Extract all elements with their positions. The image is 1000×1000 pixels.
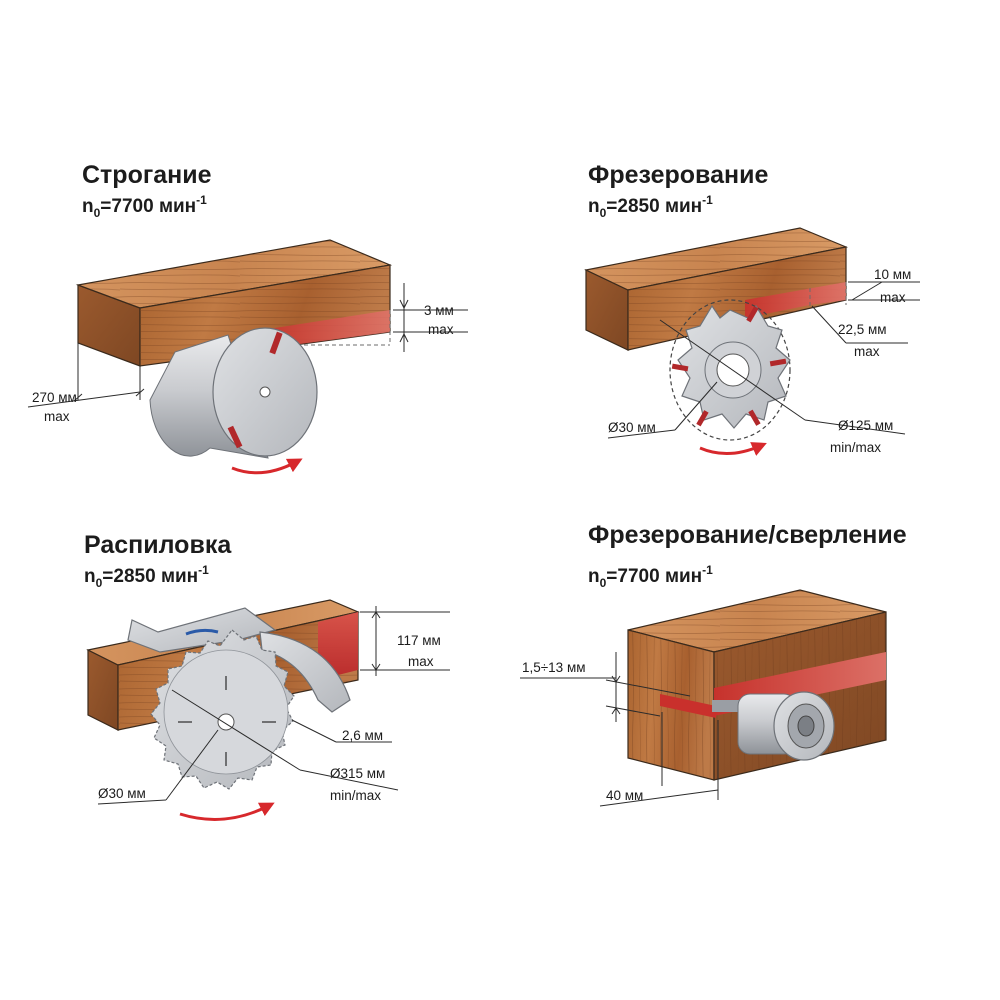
drilling-panel: Фрезерование/сверление n0=7700 мин-1 — [520, 521, 907, 807]
milling-height-value: 22,5 мм — [838, 322, 887, 337]
drum-knife — [227, 425, 243, 449]
planing-panel: Строгание n0=7700 мин-1 — [27, 161, 468, 475]
sawing-kerf-value: 2,6 мм — [342, 728, 383, 743]
sawing-depth-note: max — [408, 654, 434, 669]
planer-drum — [149, 327, 318, 475]
removed-layer — [262, 310, 390, 345]
milling-board — [584, 227, 849, 351]
milling-depth-note: max — [880, 290, 906, 305]
drilling-title: Фрезерование/сверление — [588, 521, 907, 549]
drill-chuck — [712, 691, 835, 761]
sawing-dimensions: 117 мм max 2,6 мм Ø30 мм Ø315 мм min/max — [97, 606, 450, 805]
milling-diameter-note: min/max — [830, 440, 881, 455]
milling-height-note: max — [854, 344, 880, 359]
rotation-arrow-icon — [231, 458, 303, 475]
milling-depth-value: 10 мм — [874, 267, 911, 282]
planing-depth-value: 3 мм — [424, 303, 454, 318]
sawing-bore-value: Ø30 мм — [98, 786, 146, 801]
rotation-arrow-icon — [699, 442, 767, 456]
drilling-depth-value: 40 мм — [606, 788, 643, 803]
cutter-circle — [669, 299, 791, 441]
sawing-panel: Распиловка n0=2850 мин-1 — [84, 531, 450, 821]
sawing-diameter-note: min/max — [330, 788, 381, 803]
milling-bore-value: Ø30 мм — [608, 420, 656, 435]
rotation-arrow-icon — [179, 802, 275, 821]
milling-title: Фрезерование — [588, 161, 768, 189]
planing-speed: n0=7700 мин-1 — [82, 193, 207, 220]
drum-knife — [269, 331, 283, 355]
drilled-hole — [660, 694, 716, 718]
planing-dimensions: 3 мм max 270 мм max — [27, 283, 468, 424]
drilling-dimensions: 1,5÷13 мм 40 мм — [520, 652, 719, 807]
planing-title: Строгание — [82, 161, 212, 189]
drilling-diameter-value: 1,5÷13 мм — [522, 660, 586, 675]
milling-diameter-value: Ø125 мм — [838, 418, 893, 433]
saw-guard — [127, 607, 351, 713]
planing-depth-note: max — [428, 322, 454, 337]
milling-panel: Фрезерование n0=2850 мин-1 — [584, 161, 920, 456]
groove-cut — [745, 282, 846, 318]
sawing-depth-value: 117 мм — [397, 633, 441, 648]
milling-speed: n0=2850 мин-1 — [588, 193, 713, 220]
sawing-diameter-value: Ø315 мм — [330, 766, 385, 781]
sawing-title: Распиловка — [84, 531, 232, 559]
planing-width-value: 270 мм — [32, 390, 77, 405]
drum-axle — [259, 386, 271, 398]
drilling-speed: n0=7700 мин-1 — [588, 563, 713, 590]
milling-dimensions: 10 мм max 22,5 мм max Ø30 мм Ø125 мм min… — [607, 267, 920, 455]
sawing-speed: n0=2850 мин-1 — [84, 563, 209, 590]
planing-width-note: max — [44, 409, 70, 424]
planing-board — [75, 239, 393, 367]
